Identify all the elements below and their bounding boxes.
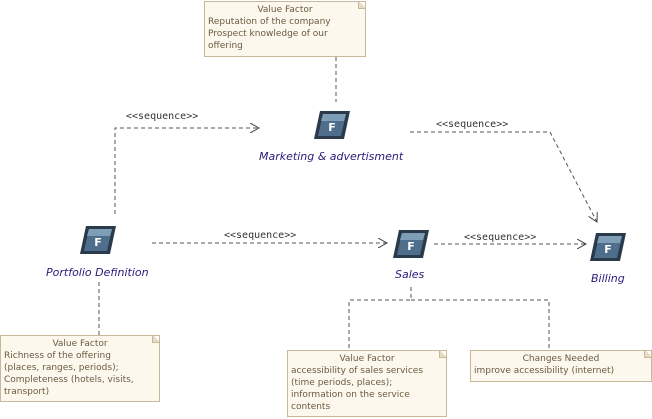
note-fold-corner: [152, 336, 159, 343]
sequence-label: <<sequence>>: [436, 119, 509, 130]
note-line: Completeness (hotels, visits,: [4, 375, 134, 385]
note-line: accessibility of sales services: [291, 366, 424, 376]
note-line: (places, ranges, periods);: [4, 363, 119, 373]
note-link-sales-changes: [411, 299, 550, 350]
note-fold-corner: [439, 351, 446, 358]
function-icon: F: [393, 230, 429, 258]
note-line: offering: [208, 41, 243, 51]
function-glyph: F: [328, 121, 336, 134]
note-title: Value Factor: [257, 5, 313, 15]
function-glyph: F: [407, 240, 415, 253]
sequence-label: <<sequence>>: [224, 230, 297, 241]
note-marketing-value-factor[interactable]: Value Factor Reputation of the company P…: [204, 1, 366, 57]
note-title: Value Factor: [339, 354, 395, 364]
note-line: Reputation of the company: [208, 17, 331, 27]
note-line: transport): [4, 387, 50, 397]
node-label: Portfolio Definition: [46, 266, 149, 279]
sequence-label: <<sequence>>: [126, 111, 199, 122]
node-label: Billing: [591, 272, 625, 285]
note-line: information on the service: [291, 390, 410, 400]
function-icon: F: [590, 233, 626, 261]
note-sales-changes-needed[interactable]: Changes Needed improve accessibility (in…: [470, 350, 652, 382]
node-label: Marketing & advertisment: [259, 150, 404, 163]
note-portfolio-value-factor[interactable]: Value Factor Richness of the offering (p…: [0, 335, 160, 402]
note-line: (time periods, places);: [291, 378, 393, 388]
note-link-sales-value: [348, 287, 412, 350]
function-glyph: F: [94, 236, 102, 249]
note-fold-corner: [644, 351, 651, 358]
node-label: Sales: [395, 268, 425, 281]
note-fold-corner: [358, 2, 365, 9]
note-title: Value Factor: [52, 339, 108, 349]
function-glyph: F: [604, 243, 612, 256]
note-sales-value-factor[interactable]: Value Factor accessibility of sales serv…: [287, 350, 447, 417]
note-line: Richness of the offering: [4, 351, 111, 361]
edge-portfolio-to-marketing: [114, 128, 259, 214]
note-title: Changes Needed: [522, 354, 600, 364]
note-line: improve accessibility (internet): [474, 366, 615, 376]
edge-marketing-to-billing: [410, 131, 597, 222]
note-line: Prospect knowledge of our: [208, 29, 328, 39]
note-line: contents: [291, 402, 331, 412]
function-icon: F: [80, 226, 116, 254]
function-icon: F: [314, 111, 350, 139]
sequence-label: <<sequence>>: [464, 232, 537, 243]
